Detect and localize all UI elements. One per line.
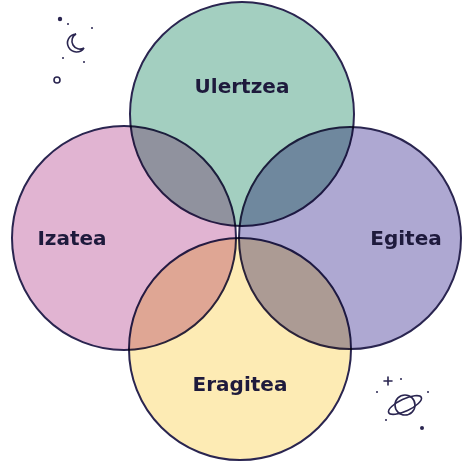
label-holder: Eragitea (193, 372, 288, 396)
circle-shape (129, 238, 351, 460)
circle-outline (128, 237, 352, 461)
dot (91, 27, 93, 29)
dot (400, 378, 402, 380)
dot (83, 61, 85, 63)
dot (54, 77, 60, 83)
circle-label: Egitea (370, 226, 441, 250)
circle-label: Izatea (37, 226, 106, 250)
label-holder: Egitea (370, 226, 441, 250)
circle-label: Eragitea (193, 372, 288, 396)
dot (427, 391, 429, 393)
dot (420, 426, 424, 430)
label-holder: Ulertzea (195, 74, 290, 98)
circle-label: Ulertzea (195, 74, 290, 98)
moon-icon (68, 34, 84, 52)
dot (62, 57, 64, 59)
label-holder: Izatea (37, 226, 106, 250)
dot (385, 419, 387, 421)
dot (67, 23, 69, 25)
star (384, 377, 392, 385)
dot (376, 391, 378, 393)
planet-icon (386, 392, 424, 418)
venn-circle: Eragitea (128, 237, 352, 461)
dot (58, 17, 62, 21)
